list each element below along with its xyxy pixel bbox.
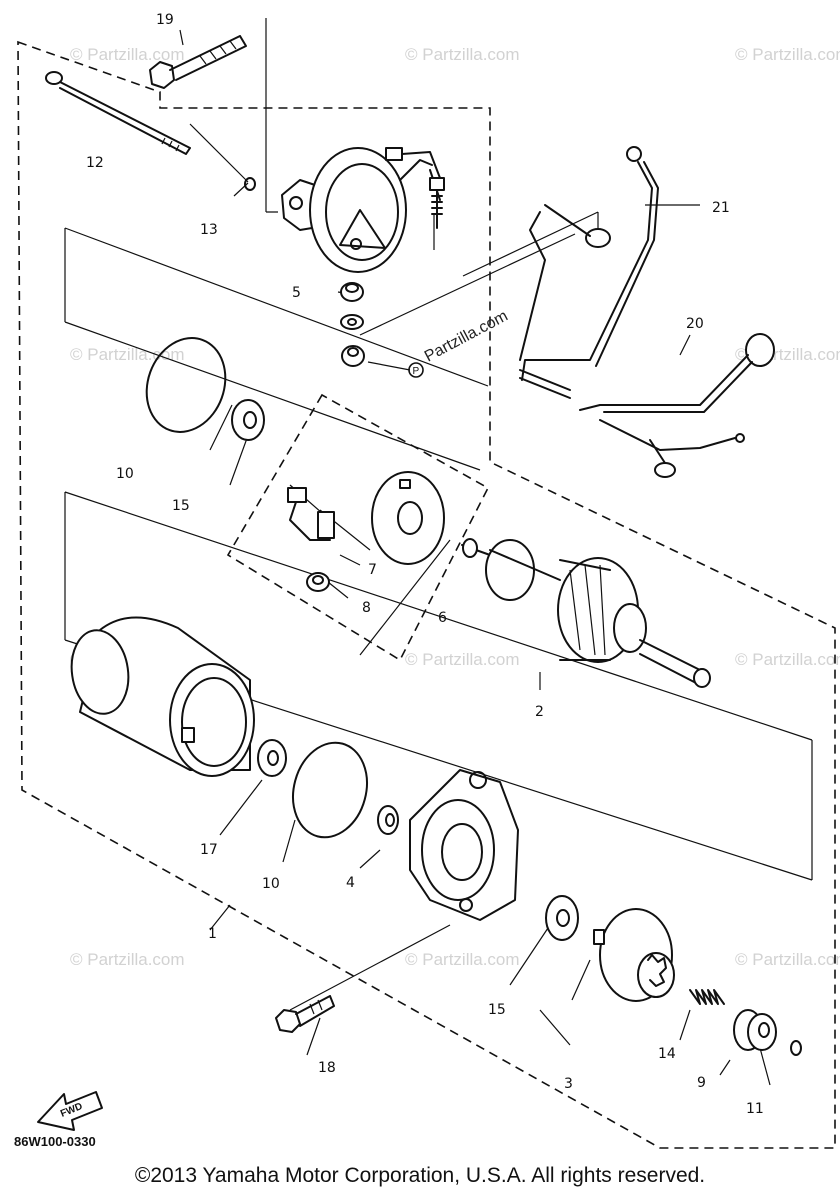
watermark-text: © Partzilla.com (405, 950, 520, 969)
watermark-text: © Partzilla.com (735, 650, 840, 669)
circlip-11-icon (790, 1040, 802, 1056)
drawing-code: 86W100-0330 (14, 1134, 96, 1149)
callout-17: 17 (200, 842, 218, 858)
assembly-boundary-outline (17, 40, 836, 1149)
callout-12: 12 (86, 155, 104, 171)
through-bolt-12-icon (45, 71, 191, 155)
watermark-text: © Partzilla.com (735, 950, 840, 969)
callout-19: 19 (156, 12, 174, 28)
o-ring-13-icon (244, 177, 256, 191)
bolt-18-icon (275, 995, 335, 1033)
callout-1: 1 (208, 926, 217, 942)
copyright-notice: ©2013 Yamaha Motor Corporation, U.S.A. A… (134, 1164, 706, 1187)
o-ring-10-lower-icon (292, 741, 368, 839)
callout-2: 2 (535, 704, 544, 720)
watermark-text: © Partzilla.com (405, 45, 520, 64)
callout-5: 5 (292, 285, 301, 301)
callouts: 2 3 4 5 6 7 8 9 10 10 11 12 13 14 15 15 … (86, 12, 764, 1117)
watermark-text: © Partzilla.com (70, 950, 185, 969)
collar-9-icon (733, 1009, 777, 1051)
callout-10-upper: 10 (116, 466, 134, 482)
watermark-text: © Partzilla.com (735, 45, 840, 64)
o-ring-10-upper-icon (145, 337, 227, 433)
callout-11: 11 (746, 1101, 764, 1117)
watermark-text: © Partzilla.com (70, 45, 185, 64)
brush-holder-kit-outline (226, 393, 490, 662)
callout-15-lower: 15 (488, 1002, 506, 1018)
end-cover-bracket (265, 18, 435, 250)
callout-20: 20 (686, 316, 704, 332)
yoke-bracket-outline (64, 491, 813, 881)
spring-14-icon (689, 989, 725, 1005)
callout-21: 21 (712, 200, 730, 216)
yoke-housing-icon (70, 616, 255, 777)
callout-3: 3 (564, 1076, 573, 1092)
front-cover-icon (409, 769, 519, 921)
callout-6: 6 (438, 610, 447, 626)
lead-wire-21-icon (519, 146, 659, 399)
leader-lines (179, 29, 771, 1086)
washer-15-lower-icon (545, 895, 579, 941)
starting-motor-exploded-diagram: © Partzilla.com © Partzilla.com © Partzi… (17, 12, 840, 1149)
lead-wire-20-icon (579, 333, 775, 478)
armature-2-icon (461, 538, 711, 688)
washer-17-icon (257, 739, 287, 777)
callout-10-lower: 10 (262, 876, 280, 892)
fwd-arrow-icon: FWD (37, 1091, 103, 1131)
brush-plate-icon (371, 471, 445, 565)
starter-clutch-3-icon (593, 908, 675, 1002)
callout-14: 14 (658, 1046, 676, 1062)
brush-7-icon (287, 487, 335, 541)
washer-15-upper-icon (231, 399, 265, 441)
callout-4: 4 (346, 875, 355, 891)
watermarks: © Partzilla.com © Partzilla.com © Partzi… (70, 45, 840, 969)
callout-13: 13 (200, 222, 218, 238)
rear-end-cover-icon (281, 147, 445, 273)
bearing-4-icon (377, 805, 399, 835)
callout-7: 7 (368, 562, 377, 578)
callout-15-upper: 15 (172, 498, 190, 514)
callout-18: 18 (318, 1060, 336, 1076)
terminal-nut-5-icon (340, 282, 365, 367)
partzilla-center-watermark: Partzilla.com (422, 308, 511, 366)
callout-8: 8 (362, 600, 371, 616)
partzilla-logo-letter: P (413, 366, 420, 377)
spring-8-icon (306, 572, 330, 592)
bolt-19-icon (149, 35, 247, 89)
partzilla-logo: P Partzilla.com (408, 308, 511, 378)
callout-9: 9 (697, 1075, 706, 1091)
watermark-text: © Partzilla.com (405, 650, 520, 669)
